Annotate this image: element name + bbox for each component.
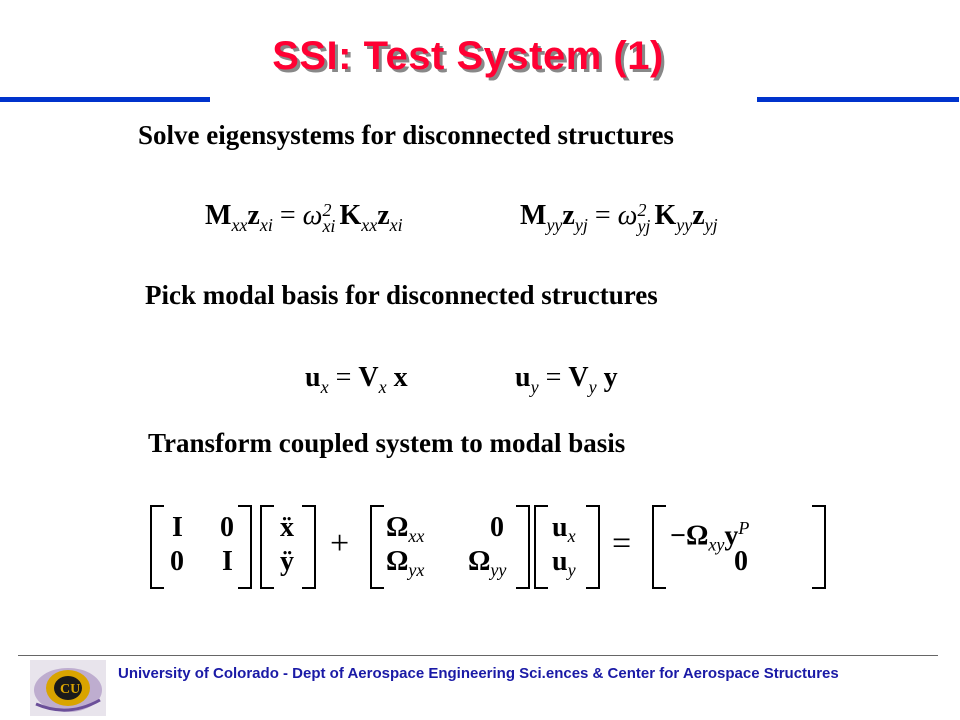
footer-affiliation: University of Colorado - Dept of Aerospa… — [118, 665, 839, 682]
bracket-left — [534, 505, 548, 589]
bracket-right — [238, 505, 252, 589]
heading-solve-eigensystems: Solve eigensystems for disconnected stru… — [138, 120, 674, 150]
heading-transform-coupled: Transform coupled system to modal basis — [148, 428, 626, 458]
heading-pick-modal-basis: Pick modal basis for disconnected struct… — [145, 280, 658, 310]
equation-basis-y: uy = Vy y — [515, 362, 618, 397]
equation-modal-system: I 0 0 I ẍ ÿ + Ωxx 0 Ωyx Ωyy ux uy = −Ωxy… — [150, 505, 830, 589]
bracket-left — [370, 505, 384, 589]
equation-basis-x: ux = Vx x — [305, 362, 408, 397]
bracket-right — [812, 505, 826, 589]
slide-title: SSI: Test System (1) — [272, 34, 664, 78]
bracket-right — [586, 505, 600, 589]
bracket-right — [302, 505, 316, 589]
svg-text:CU: CU — [60, 682, 80, 697]
bracket-left — [150, 505, 164, 589]
bracket-left — [652, 505, 666, 589]
cu-aerospace-logo-icon: CU — [30, 660, 106, 716]
title-rule-right — [757, 97, 959, 102]
bracket-right — [516, 505, 530, 589]
footer-divider — [18, 655, 938, 656]
bracket-left — [260, 505, 274, 589]
title-rule-left — [0, 97, 210, 102]
